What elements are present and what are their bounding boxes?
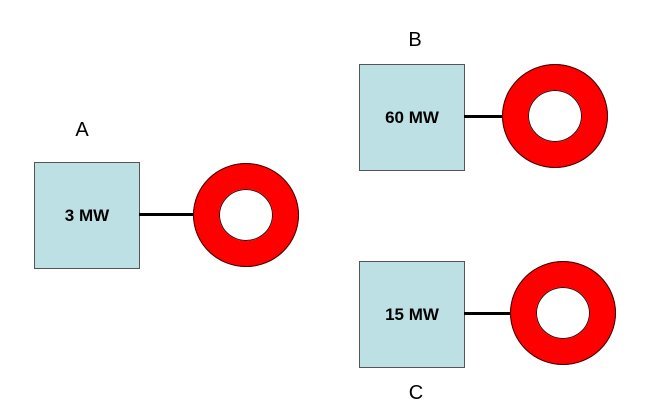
connector-line-a (139, 213, 197, 216)
ring-b (502, 64, 608, 168)
ring-c (510, 261, 616, 365)
unit-label-b: B (408, 29, 422, 51)
power-box-c: 15 MW (359, 261, 465, 368)
unit-label-c: C (408, 382, 424, 404)
unit-label-a: A (75, 119, 89, 141)
connector-line-b (464, 115, 506, 118)
power-value-a: 3 MW (64, 205, 110, 225)
ring-a (193, 163, 299, 267)
power-box-b: 60 MW (359, 64, 465, 171)
connector-line-c (464, 312, 514, 315)
power-value-b: 60 MW (385, 107, 439, 127)
power-box-a: 3 MW (34, 162, 140, 269)
power-value-c: 15 MW (385, 304, 439, 324)
